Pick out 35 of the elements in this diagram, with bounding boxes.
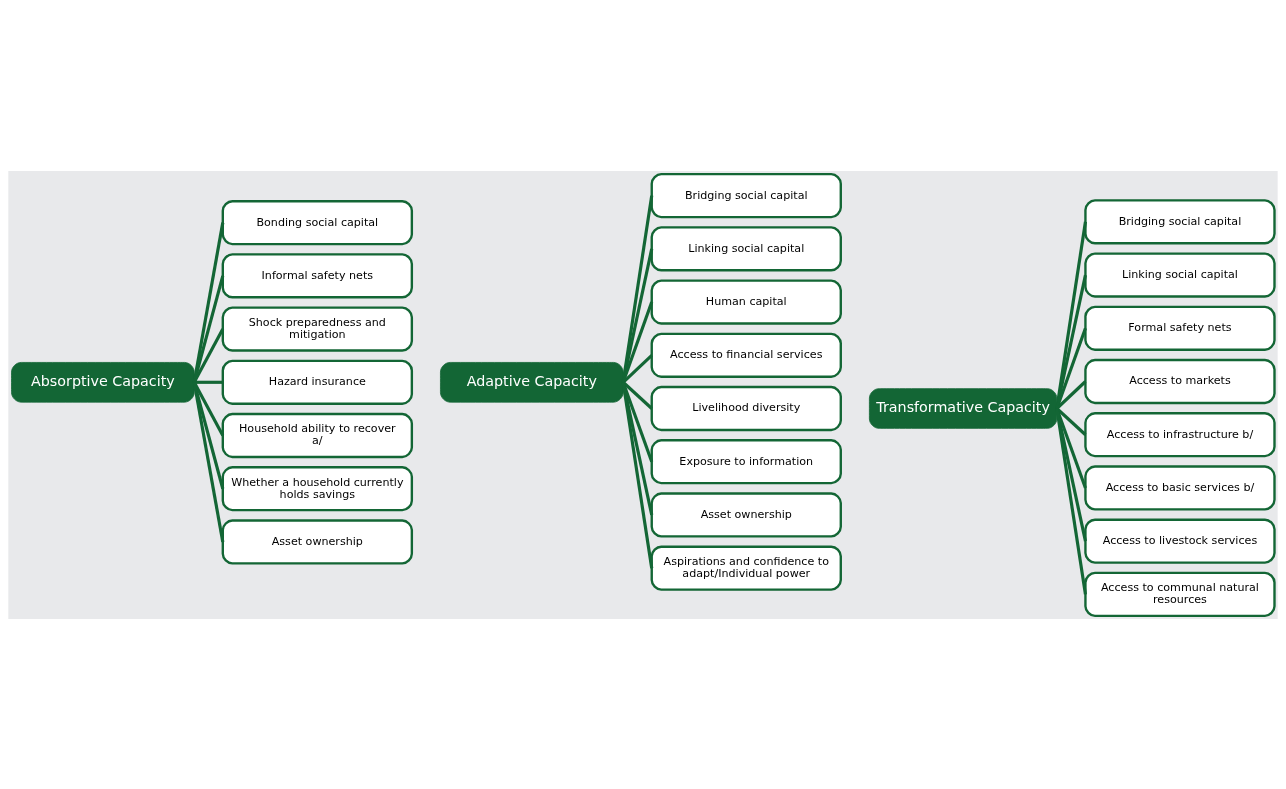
node-box: Asset ownership <box>650 491 842 538</box>
connector <box>194 380 223 384</box>
node-box: Shock preparedness and mitigation <box>221 305 414 352</box>
connector <box>192 381 225 542</box>
node-box: Household ability to recover a/ <box>221 412 414 458</box>
node-box: Exposure to information <box>650 438 842 484</box>
node-box: Access to communal natural resources <box>1084 571 1276 617</box>
connector <box>1055 221 1087 409</box>
connector <box>622 353 653 383</box>
node-box: Adaptive Capacity <box>440 361 624 403</box>
node-box: Informal safety nets <box>221 252 414 298</box>
connector <box>192 221 225 383</box>
node-box: Formal safety nets <box>1084 305 1276 351</box>
node-box: Access to markets <box>1084 358 1276 404</box>
node-box: Absorptive Capacity <box>11 361 195 403</box>
node-box: Livelihood diversity <box>650 385 842 431</box>
node-box: Access to livestock services <box>1084 518 1276 564</box>
node-box: Bridging social capital <box>650 172 842 218</box>
node-box: Asset ownership <box>221 518 414 565</box>
node-box: Hazard insurance <box>221 359 414 405</box>
connector <box>621 381 654 568</box>
node-box: Transformative Capacity <box>869 387 1058 429</box>
node-box: Bonding social capital <box>221 199 414 245</box>
connector <box>622 380 653 410</box>
node-box: Access to financial services <box>650 332 842 378</box>
node-box: Whether a household currently holds savings <box>221 465 414 511</box>
node-box: Access to infrastructure b/ <box>1084 411 1276 457</box>
node-box: Access to basic services b/ <box>1084 464 1276 511</box>
connector <box>1055 407 1087 595</box>
node-box: Human capital <box>650 278 842 325</box>
node-box: Linking social capital <box>1084 251 1276 298</box>
node-box: Aspirations and confidence to adapt/Individual power <box>650 545 842 591</box>
node-box: Linking social capital <box>650 225 842 271</box>
connector <box>621 194 654 383</box>
node-box: Bridging social capital <box>1084 198 1276 244</box>
